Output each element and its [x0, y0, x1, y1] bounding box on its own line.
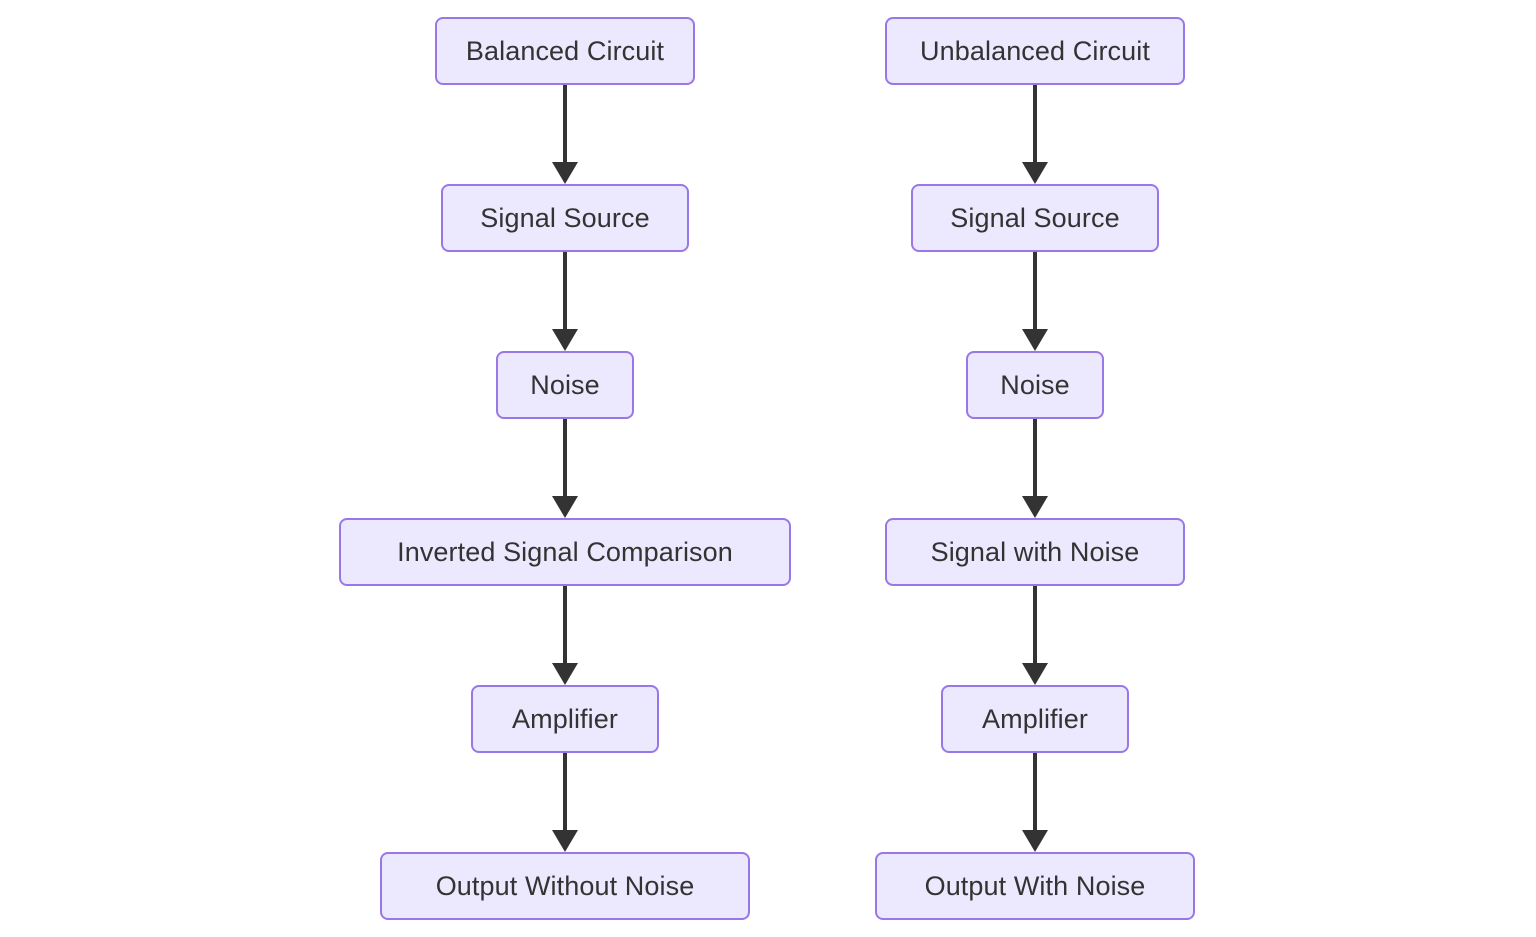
flow-node-label: Signal with Noise	[930, 536, 1140, 567]
flow-node-unb-4[interactable]: Signal with Noise	[885, 518, 1185, 586]
flow-arrowhead-unb-5-to-unb-6	[1022, 830, 1048, 852]
flow-node-label: Noise	[530, 369, 600, 400]
flow-node-label: Output With Noise	[924, 870, 1146, 901]
flow-node-label: Balanced Circuit	[465, 35, 665, 66]
flow-node-unb-2[interactable]: Signal Source	[911, 184, 1159, 252]
flow-node-label: Amplifier	[982, 703, 1088, 734]
flow-node-bal-6[interactable]: Output Without Noise	[380, 852, 750, 920]
flow-node-label: Signal Source	[950, 202, 1120, 233]
flow-node-unb-6[interactable]: Output With Noise	[875, 852, 1195, 920]
flow-arrowhead-bal-5-to-bal-6	[552, 830, 578, 852]
flow-node-bal-1[interactable]: Balanced Circuit	[435, 17, 695, 85]
flow-arrowhead-bal-4-to-bal-5	[552, 663, 578, 685]
flow-arrowhead-bal-2-to-bal-3	[552, 329, 578, 351]
flow-node-label: Noise	[1000, 369, 1070, 400]
flow-node-unb-5[interactable]: Amplifier	[941, 685, 1129, 753]
flow-arrowhead-unb-1-to-unb-2	[1022, 162, 1048, 184]
flow-arrowhead-unb-3-to-unb-4	[1022, 496, 1048, 518]
flow-node-bal-5[interactable]: Amplifier	[471, 685, 659, 753]
flow-node-unb-3[interactable]: Noise	[966, 351, 1104, 419]
flow-node-label: Output Without Noise	[435, 870, 695, 901]
flow-arrowhead-bal-3-to-bal-4	[552, 496, 578, 518]
flow-node-label: Amplifier	[512, 703, 618, 734]
flow-arrowhead-unb-4-to-unb-5	[1022, 663, 1048, 685]
flow-node-unb-1[interactable]: Unbalanced Circuit	[885, 17, 1185, 85]
flow-node-bal-3[interactable]: Noise	[496, 351, 634, 419]
flow-node-bal-4[interactable]: Inverted Signal Comparison	[339, 518, 791, 586]
flow-node-label: Unbalanced Circuit	[920, 35, 1150, 66]
flow-node-label: Signal Source	[480, 202, 650, 233]
flow-node-bal-2[interactable]: Signal Source	[441, 184, 689, 252]
flow-node-label: Inverted Signal Comparison	[397, 536, 733, 567]
flow-arrowhead-bal-1-to-bal-2	[552, 162, 578, 184]
flow-arrowhead-unb-2-to-unb-3	[1022, 329, 1048, 351]
